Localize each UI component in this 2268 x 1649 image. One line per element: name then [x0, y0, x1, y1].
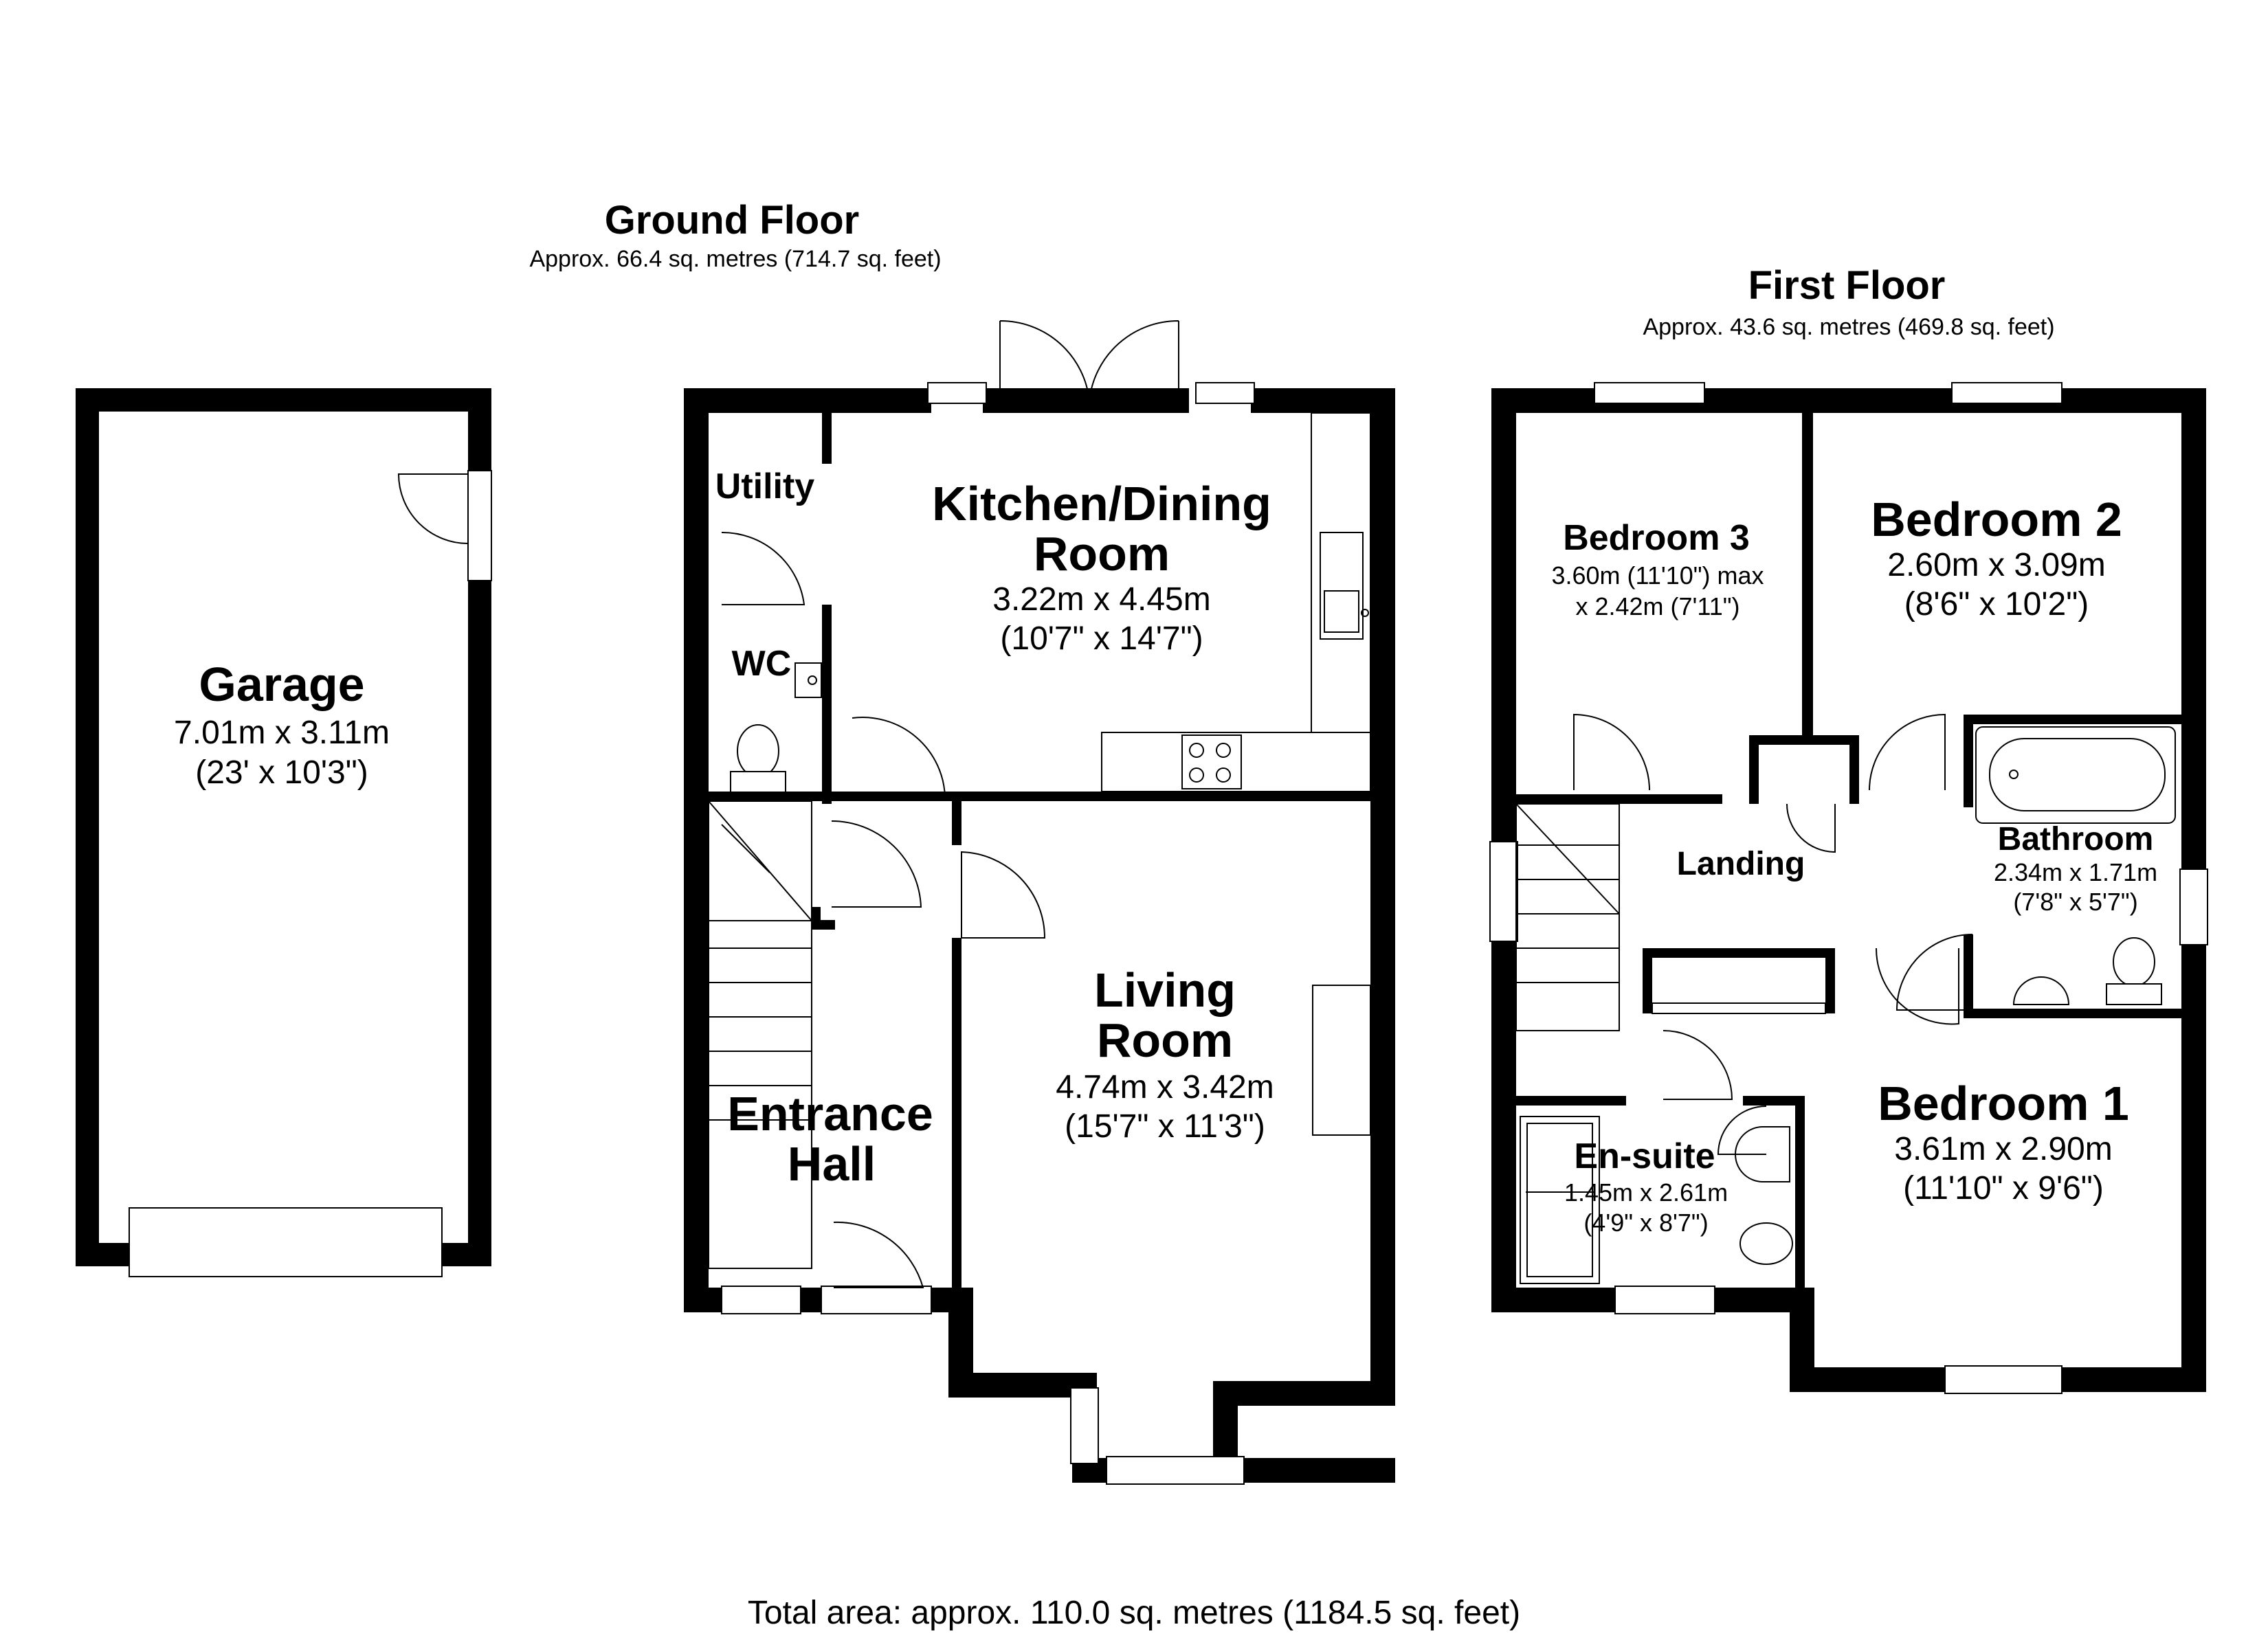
landing-name: Landing — [1677, 846, 1805, 882]
first-floor-area: Approx. 43.6 sq. metres (469.8 sq. feet) — [1643, 314, 2054, 340]
bedroom2-name: Bedroom 2 — [1871, 493, 2122, 546]
living-dim-m: 4.74m x 3.42m — [1056, 1069, 1274, 1106]
kitchen-dim-ft: (10'7" x 14'7") — [1000, 620, 1203, 657]
living-name-1: Living — [1094, 963, 1236, 1017]
ground-floor-area: Approx. 66.4 sq. metres (714.7 sq. feet) — [529, 246, 941, 272]
bedroom2-dim-ft: (8'6" x 10'2") — [1904, 586, 2089, 622]
bedroom3-dim-1: 3.60m (11'10") max — [1551, 561, 1764, 590]
bedroom3-dim-2: x 2.42m (7'11") — [1575, 592, 1739, 620]
bedroom2-dim-m: 2.60m x 3.09m — [1887, 547, 2105, 583]
bedroom3-name: Bedroom 3 — [1563, 518, 1750, 558]
entrance-name-2: Hall — [788, 1137, 876, 1191]
garage-door — [129, 1207, 443, 1277]
bedroom1-dim-m: 3.61m x 2.90m — [1894, 1131, 2112, 1167]
garage-side-door — [397, 473, 469, 544]
garage-name: Garage — [199, 658, 364, 711]
ground-floor-plan — [684, 319, 1395, 1485]
bathroom-dim-m: 2.34m x 1.71m — [1994, 858, 2157, 886]
bathroom-name: Bathroom — [1998, 821, 2154, 857]
bedroom1-dim-ft: (11'10" x 9'6") — [1903, 1170, 2104, 1207]
ground-stairs — [708, 800, 812, 1269]
bathroom-dim-ft: (7'8" x 5'7") — [2013, 888, 2137, 916]
first-floor-title: First Floor — [1748, 263, 1946, 308]
ground-floor-title: Ground Floor — [605, 198, 860, 243]
entrance-name-1: Entrance — [727, 1087, 933, 1141]
total-area: Total area: approx. 110.0 sq. metres (11… — [748, 1595, 1520, 1631]
wc-name: WC — [732, 644, 792, 684]
ensuite-dim-m: 1.45m x 2.61m — [1564, 1178, 1728, 1207]
kitchen-name-2: Room — [1034, 527, 1170, 581]
kitchen-name-1: Kitchen/Dining — [932, 477, 1271, 530]
living-name-2: Room — [1097, 1013, 1233, 1067]
garage-dim-m: 7.01m x 3.11m — [174, 715, 390, 751]
utility-name: Utility — [715, 467, 815, 506]
kitchen-dim-m: 3.22m x 4.45m — [992, 581, 1210, 618]
bedroom1-name: Bedroom 1 — [1878, 1077, 2129, 1130]
ensuite-dim-ft: (4'9" x 8'7") — [1583, 1209, 1708, 1237]
french-doors — [999, 319, 1179, 401]
ensuite-name: En-suite — [1574, 1136, 1715, 1176]
garage-dim-ft: (23' x 10'3") — [195, 754, 368, 791]
garage-plan — [76, 388, 492, 1277]
first-stairs — [1515, 803, 1620, 1031]
living-dim-ft: (15'7" x 11'3") — [1065, 1108, 1265, 1145]
first-floor-plan — [1489, 382, 2208, 1394]
